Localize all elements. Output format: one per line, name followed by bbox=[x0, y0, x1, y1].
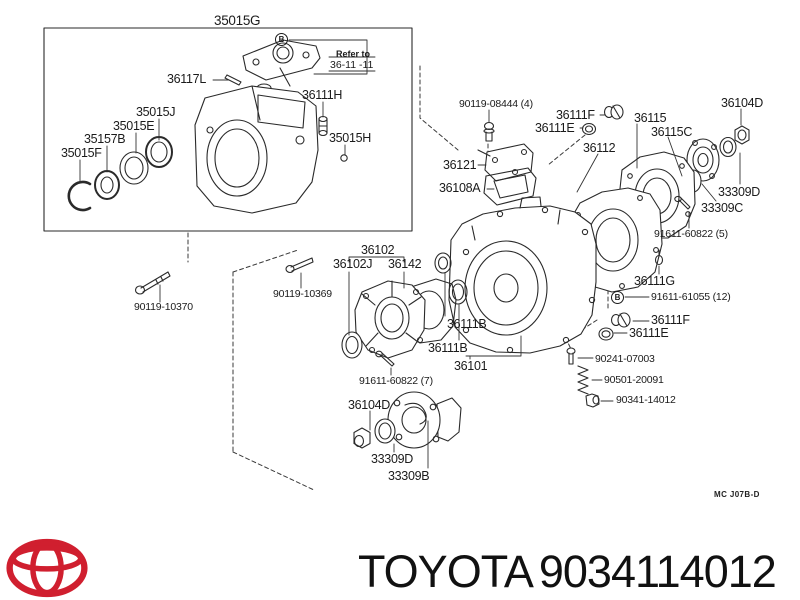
part-label-36104d-top: 36104D bbox=[721, 96, 763, 110]
brand-text: TOYOTA bbox=[358, 546, 534, 597]
bearing-retainer-36102 bbox=[354, 280, 426, 359]
bolt-90119-10369 bbox=[285, 257, 314, 274]
nut-36104d-bottom bbox=[353, 427, 371, 449]
part-label-36115: 36115 bbox=[634, 111, 667, 125]
part-label-36102: 36102 bbox=[361, 243, 395, 257]
part-label-91611-60822-7: 91611-60822 (7) bbox=[359, 375, 433, 387]
part-label-36112: 36112 bbox=[583, 141, 616, 155]
part-number-text: 9034114012 bbox=[538, 546, 777, 597]
part-label-90341-14012: 90341-14012 bbox=[616, 394, 676, 406]
part-label-36111b-2: 36111B bbox=[428, 341, 468, 355]
bolt-91611-60822-5 bbox=[674, 195, 691, 210]
pin-36111h bbox=[318, 115, 328, 137]
part-label-33309b: 33309B bbox=[388, 469, 430, 483]
bell-housing-35015 bbox=[194, 85, 319, 214]
diagram-plate-code: MC J07B-D bbox=[714, 490, 760, 499]
inset-box-title: 35015G bbox=[214, 13, 261, 28]
ball-35015h bbox=[340, 154, 348, 162]
part-label-35157b: 35157B bbox=[84, 132, 126, 146]
shift-retainer-assembly bbox=[242, 39, 321, 104]
part-label-36104d-bottom: 36104D bbox=[348, 398, 390, 412]
pin-36117l bbox=[224, 74, 242, 86]
toyota-logo-icon bbox=[6, 538, 88, 598]
part-label-35015e: 35015E bbox=[113, 119, 155, 133]
refer-note-line1: Refer to bbox=[336, 49, 371, 59]
bolt-91611-60822-7 bbox=[375, 350, 395, 367]
cover-33309b-group bbox=[387, 391, 462, 449]
plug-36111f-right bbox=[610, 312, 631, 328]
seal-35157b bbox=[94, 170, 120, 200]
bolt-90241-07003 bbox=[566, 347, 576, 365]
gasket-36108a bbox=[483, 167, 537, 206]
part-label-36101: 36101 bbox=[454, 359, 488, 373]
bolt-90119-08444 bbox=[483, 121, 495, 142]
part-label-36111h: 36111H bbox=[302, 88, 343, 102]
part-label-90501-20091: 90501-20091 bbox=[604, 374, 664, 386]
part-label-36111f-right: 36111F bbox=[651, 313, 690, 327]
oring-36111e-right bbox=[598, 327, 614, 341]
part-label-33309c: 33309C bbox=[701, 201, 743, 215]
spring-90501-20091 bbox=[577, 365, 589, 395]
snap-ring-35015f bbox=[67, 180, 92, 212]
plug-36111f-top bbox=[603, 104, 624, 120]
bearing-36111b bbox=[434, 252, 452, 274]
part-label-36142: 36142 bbox=[388, 257, 422, 271]
part-label-35015j: 35015J bbox=[136, 105, 176, 119]
seal-33309d-bottom bbox=[374, 418, 396, 444]
pin-36111g bbox=[654, 249, 664, 266]
leader-lines bbox=[79, 39, 742, 469]
part-label-36111b-1: 36111B bbox=[447, 317, 487, 331]
part-label-33309d-top: 33309D bbox=[718, 185, 760, 199]
part-label-33309d-bottom: 33309D bbox=[371, 452, 413, 466]
bearing-35015e bbox=[119, 151, 149, 185]
part-label-35015f: 35015F bbox=[61, 146, 102, 160]
part-label-90119-08444: 90119-08444 (4) bbox=[459, 98, 533, 110]
center-case-36101 bbox=[448, 196, 597, 354]
part-label-36102j: 36102J bbox=[333, 257, 373, 271]
part-label-35015h: 35015H bbox=[329, 131, 371, 145]
part-label-90119-10369: 90119-10369 bbox=[273, 288, 332, 300]
nut-36104d-top bbox=[734, 125, 750, 145]
part-label-91611-61055: 91611-61055 (12) bbox=[651, 291, 731, 303]
part-label-36111e-right: 36111E bbox=[629, 326, 669, 340]
part-label-36117l: 36117L bbox=[167, 72, 206, 86]
part-label-91611-60822-5: 91611-60822 (5) bbox=[654, 228, 728, 240]
oring-36111e-top bbox=[581, 122, 597, 136]
part-label-90241-07003: 90241-07003 bbox=[595, 353, 655, 365]
seal-36102j bbox=[341, 331, 363, 359]
part-label-36111g: 36111G bbox=[634, 274, 675, 288]
part-label-90119-10370: 90119-10370 bbox=[134, 301, 193, 313]
inset-box-35015g bbox=[43, 27, 413, 232]
circled-b-marker: B bbox=[611, 291, 624, 304]
part-label-36111e-top: 36111E bbox=[535, 121, 575, 135]
part-label-36115c: 36115C bbox=[651, 125, 693, 139]
circled-b-marker: B bbox=[275, 33, 288, 46]
part-label-36121: 36121 bbox=[443, 158, 477, 172]
refer-note-line2: 36-11 -11 bbox=[330, 59, 374, 71]
part-label-36111f-top: 36111F bbox=[556, 108, 595, 122]
seal-33309d-top bbox=[719, 136, 737, 158]
bolt-90119-10370 bbox=[134, 271, 171, 295]
part-label-36108a: 36108A bbox=[439, 181, 481, 195]
plug-90341-14012 bbox=[585, 393, 600, 408]
seal-36111b bbox=[448, 279, 468, 305]
